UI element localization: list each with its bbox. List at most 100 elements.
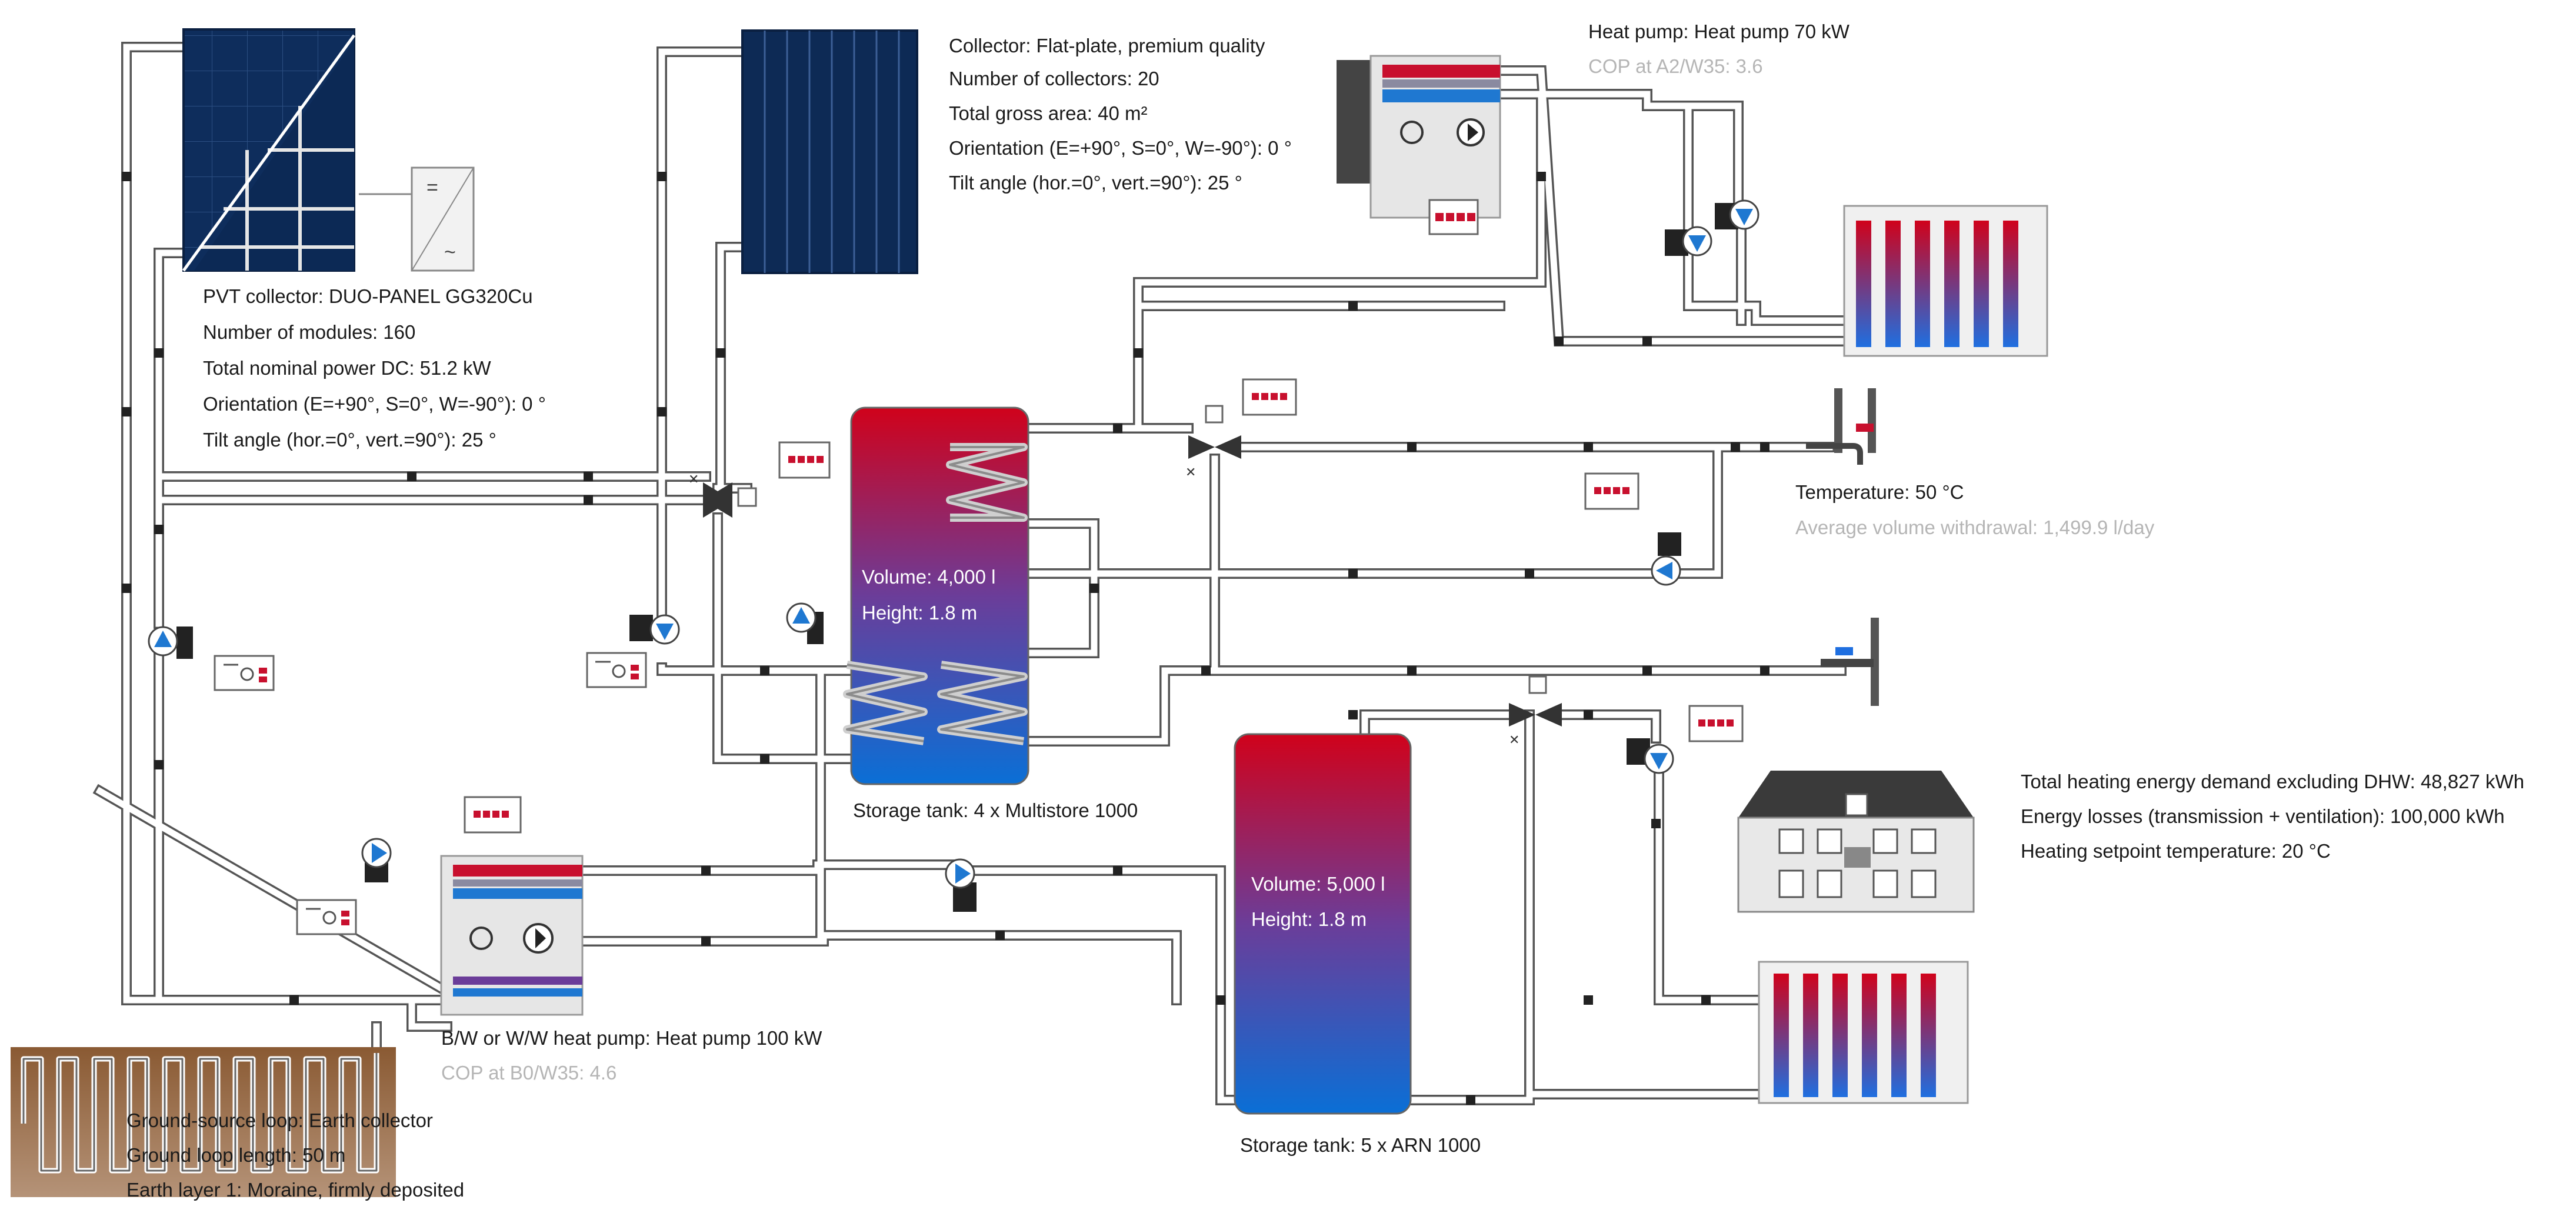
heat-pump-ground-info: B/W or W/W heat pump: Heat pump 100 kW C… [441, 1027, 822, 1084]
pipe-joint [1584, 995, 1593, 1005]
mixing-valve-3[interactable]: ✕ [1509, 675, 1562, 747]
pump-5[interactable] [1665, 226, 1712, 256]
inverter[interactable]: = ~ [359, 166, 475, 272]
svg-text:✕: ✕ [688, 472, 699, 486]
pipe-segment-core [1679, 444, 1721, 577]
pipe-segment-core [1497, 91, 1742, 206]
svg-text:~: ~ [444, 241, 456, 264]
pvt-collector-title: PVT collector: DUO-PANEL GG320Cu [203, 285, 533, 307]
pump-1[interactable] [148, 626, 193, 659]
pipe-joint [584, 495, 593, 505]
pump-8[interactable] [945, 858, 977, 912]
tank-main-info: Volume: 4,000 l Height: 1.8 m Storage ta… [853, 566, 1138, 821]
pipe-segment-core [1655, 764, 1762, 1004]
pipe-joint [716, 348, 725, 358]
pipe-joint [1348, 301, 1358, 311]
pipe-segment-core [1558, 711, 1659, 742]
controller-1[interactable] [778, 441, 831, 479]
pump-7[interactable] [361, 838, 392, 882]
tank-second-volume: Volume: 5,000 l [1251, 873, 1385, 895]
pipe-joint [760, 754, 769, 764]
controller-6[interactable] [214, 655, 275, 691]
pipe-joint [407, 472, 416, 481]
earth-layer: Earth layer 1: Moraine, firmly deposited [126, 1179, 464, 1201]
solar-collector-panel[interactable] [741, 29, 918, 274]
heat-pump-ground[interactable] [440, 855, 584, 1016]
pipe-joint [657, 407, 667, 416]
mixing-valve-2[interactable]: ✕ [1185, 405, 1241, 479]
controller-2[interactable] [1242, 378, 1297, 416]
pipe-segment [1495, 89, 1744, 208]
controller-7[interactable] [586, 652, 647, 688]
building-setpoint: Heating setpoint temperature: 20 °C [2021, 840, 2331, 862]
pvt-nominal-power: Total nominal power DC: 51.2 kW [203, 357, 492, 379]
storage-tank-main[interactable] [843, 406, 1029, 785]
pump-6[interactable] [1715, 199, 1759, 230]
ground-loop-title: Ground-source loop: Earth collector [126, 1109, 433, 1131]
pipe-segment [1557, 709, 1661, 744]
tank-second-caption: Storage tank: 5 x ARN 1000 [1240, 1134, 1481, 1156]
pipe-segment [965, 865, 1241, 1105]
pipe-joint [1642, 336, 1652, 346]
storage-tank-second[interactable] [1234, 733, 1412, 1115]
dhw-withdrawal: Average volume withdrawal: 1,499.9 l/day [1795, 516, 2155, 538]
heat-pump-top-cop: COP at A2/W35: 3.6 [1588, 55, 1763, 77]
pump-3[interactable] [786, 602, 824, 644]
pipe-joint [1584, 710, 1593, 719]
pipe-joint [1216, 995, 1225, 1005]
pipe-joint [1201, 666, 1211, 675]
mixing-valve-1[interactable]: ✕ [688, 472, 757, 518]
pipe-segment-core [1405, 711, 1533, 1104]
building[interactable] [1737, 771, 1975, 913]
radiator-bottom[interactable] [1758, 961, 1969, 1104]
pipe-joint [1407, 442, 1417, 452]
radiator-top[interactable] [1843, 205, 2048, 357]
pipe-joint [1651, 819, 1661, 828]
cold-water-tap[interactable] [1821, 618, 1879, 706]
pipe-segment-core [1023, 520, 1098, 657]
heat-pump-ground-cop: COP at B0/W35: 4.6 [441, 1062, 616, 1084]
pipe-joint [122, 407, 131, 416]
controller-8[interactable] [296, 899, 357, 935]
controller-4[interactable] [1688, 705, 1744, 742]
pipe-joint [122, 584, 131, 593]
solar-collector-info: Collector: Flat-plate, premium quality N… [949, 35, 1292, 194]
pipe-joint [584, 472, 593, 481]
building-info: Total heating energy demand excluding DH… [2021, 771, 2524, 862]
pipe-segment [577, 930, 1182, 1005]
collector-title: Collector: Flat-plate, premium quality [949, 35, 1265, 56]
pipe-joint [1348, 569, 1358, 578]
pipe-segment-core [1685, 252, 1848, 324]
ground-loop-info: Ground-source loop: Earth collector Grou… [126, 1109, 464, 1201]
tank-main-height: Height: 1.8 m [862, 602, 977, 624]
pipe-joint [1466, 1095, 1475, 1105]
pipe-joint [154, 348, 164, 358]
pipe-joint [154, 525, 164, 534]
svg-text:✕: ✕ [1509, 732, 1519, 747]
hot-water-tap[interactable] [1806, 388, 1876, 465]
pipe-joint [1525, 569, 1534, 578]
pipe-joint [1348, 710, 1358, 719]
pipe-joint [1701, 995, 1711, 1005]
pipe-segment [1404, 709, 1535, 1105]
pipe-joint [1089, 584, 1099, 593]
pump-9[interactable] [1627, 738, 1674, 774]
pipe-segment [1021, 518, 1099, 658]
pipe-joint [289, 995, 299, 1005]
heat-pump-top[interactable] [1337, 55, 1501, 235]
pipe-joint [1407, 666, 1417, 675]
pump-4[interactable] [1651, 532, 1681, 586]
pipe-joint [154, 760, 164, 769]
pump-2[interactable] [629, 614, 680, 645]
pipe-joint [1584, 442, 1593, 452]
ground-loop[interactable] [11, 1047, 396, 1197]
pipe-joint [701, 866, 711, 875]
pipe-segment-core [658, 664, 857, 674]
controller-3[interactable] [1584, 472, 1639, 510]
collector-tilt-angle: Tilt angle (hor.=0°, vert.=90°): 25 ° [949, 172, 1242, 194]
pvt-collector-panel[interactable] [182, 28, 356, 272]
dhw-temperature: Temperature: 50 °C [1795, 481, 1964, 503]
pvt-tilt-angle: Tilt angle (hor.=0°, vert.=90°): 25 ° [203, 429, 496, 451]
pipe-segment-core [967, 867, 1239, 1104]
controller-5[interactable] [464, 796, 522, 834]
